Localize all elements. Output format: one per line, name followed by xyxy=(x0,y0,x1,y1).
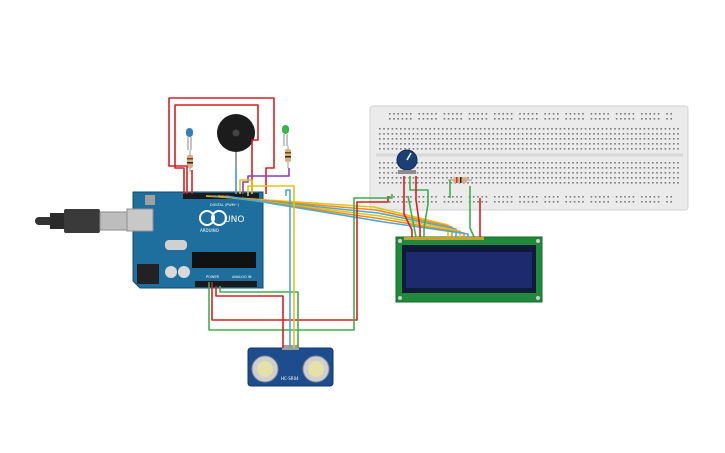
wire-red-top-inner xyxy=(174,104,259,194)
board-brand-label: ARDUINO xyxy=(200,228,219,233)
capacitor-2 xyxy=(178,266,190,278)
breadboard[interactable] xyxy=(369,105,689,211)
led-blue[interactable] xyxy=(186,128,193,150)
hc-sr04-ultrasonic-sensor[interactable]: HC-SR04 xyxy=(247,345,334,387)
crystal xyxy=(165,240,187,250)
reset-button[interactable] xyxy=(145,195,155,205)
lcd-16x2[interactable] xyxy=(395,236,543,303)
arduino-uno[interactable]: UNO ARDUINO POWER ANALOG IN DIGITAL (PWM… xyxy=(126,191,264,289)
resistor-blue-led[interactable] xyxy=(187,150,193,172)
breadboard-resistor[interactable] xyxy=(448,177,472,183)
wire-purple xyxy=(242,168,290,194)
arduino-infinity-logo xyxy=(199,210,215,226)
wire-sensor-blue xyxy=(285,189,291,348)
resistor-green-led[interactable] xyxy=(285,146,291,168)
wire-pot-red-2 xyxy=(415,176,421,237)
wire-bb-green-lcd xyxy=(469,186,475,238)
wire-yellow-short xyxy=(239,179,253,194)
usb-cable[interactable] xyxy=(35,209,131,233)
wire-lcd-orange-2 xyxy=(221,195,465,237)
power-jack xyxy=(137,264,159,284)
led-green[interactable] xyxy=(282,125,289,146)
usb-port xyxy=(126,208,154,232)
wire-pot-green xyxy=(409,176,429,237)
board-model-label: UNO xyxy=(224,215,244,225)
power-analog-header xyxy=(195,281,257,287)
wires xyxy=(168,97,481,348)
capacitor-1 xyxy=(165,266,177,278)
wire-sensor-yellow xyxy=(247,185,295,348)
atmega-chip xyxy=(192,252,256,268)
wire-pot-red xyxy=(403,176,413,237)
analog-label: ANALOG IN xyxy=(232,275,252,279)
wire-red-top-outer xyxy=(168,97,275,194)
sensor-label: HC-SR04 xyxy=(281,376,299,381)
wire-lcd-green-pin xyxy=(407,195,417,238)
wire-power-red xyxy=(211,196,389,321)
digital-label: DIGITAL (PWM~) xyxy=(210,203,240,207)
wire-power-green xyxy=(208,194,393,331)
lcd-pin-header xyxy=(404,237,484,240)
power-label: POWER xyxy=(206,275,220,279)
wire-sensor-red xyxy=(215,286,284,348)
wire-lcd-blue-2 xyxy=(225,195,469,237)
potentiometer[interactable] xyxy=(396,149,418,174)
wire-sensor-green xyxy=(219,286,299,348)
breadboard-holes xyxy=(379,113,679,203)
